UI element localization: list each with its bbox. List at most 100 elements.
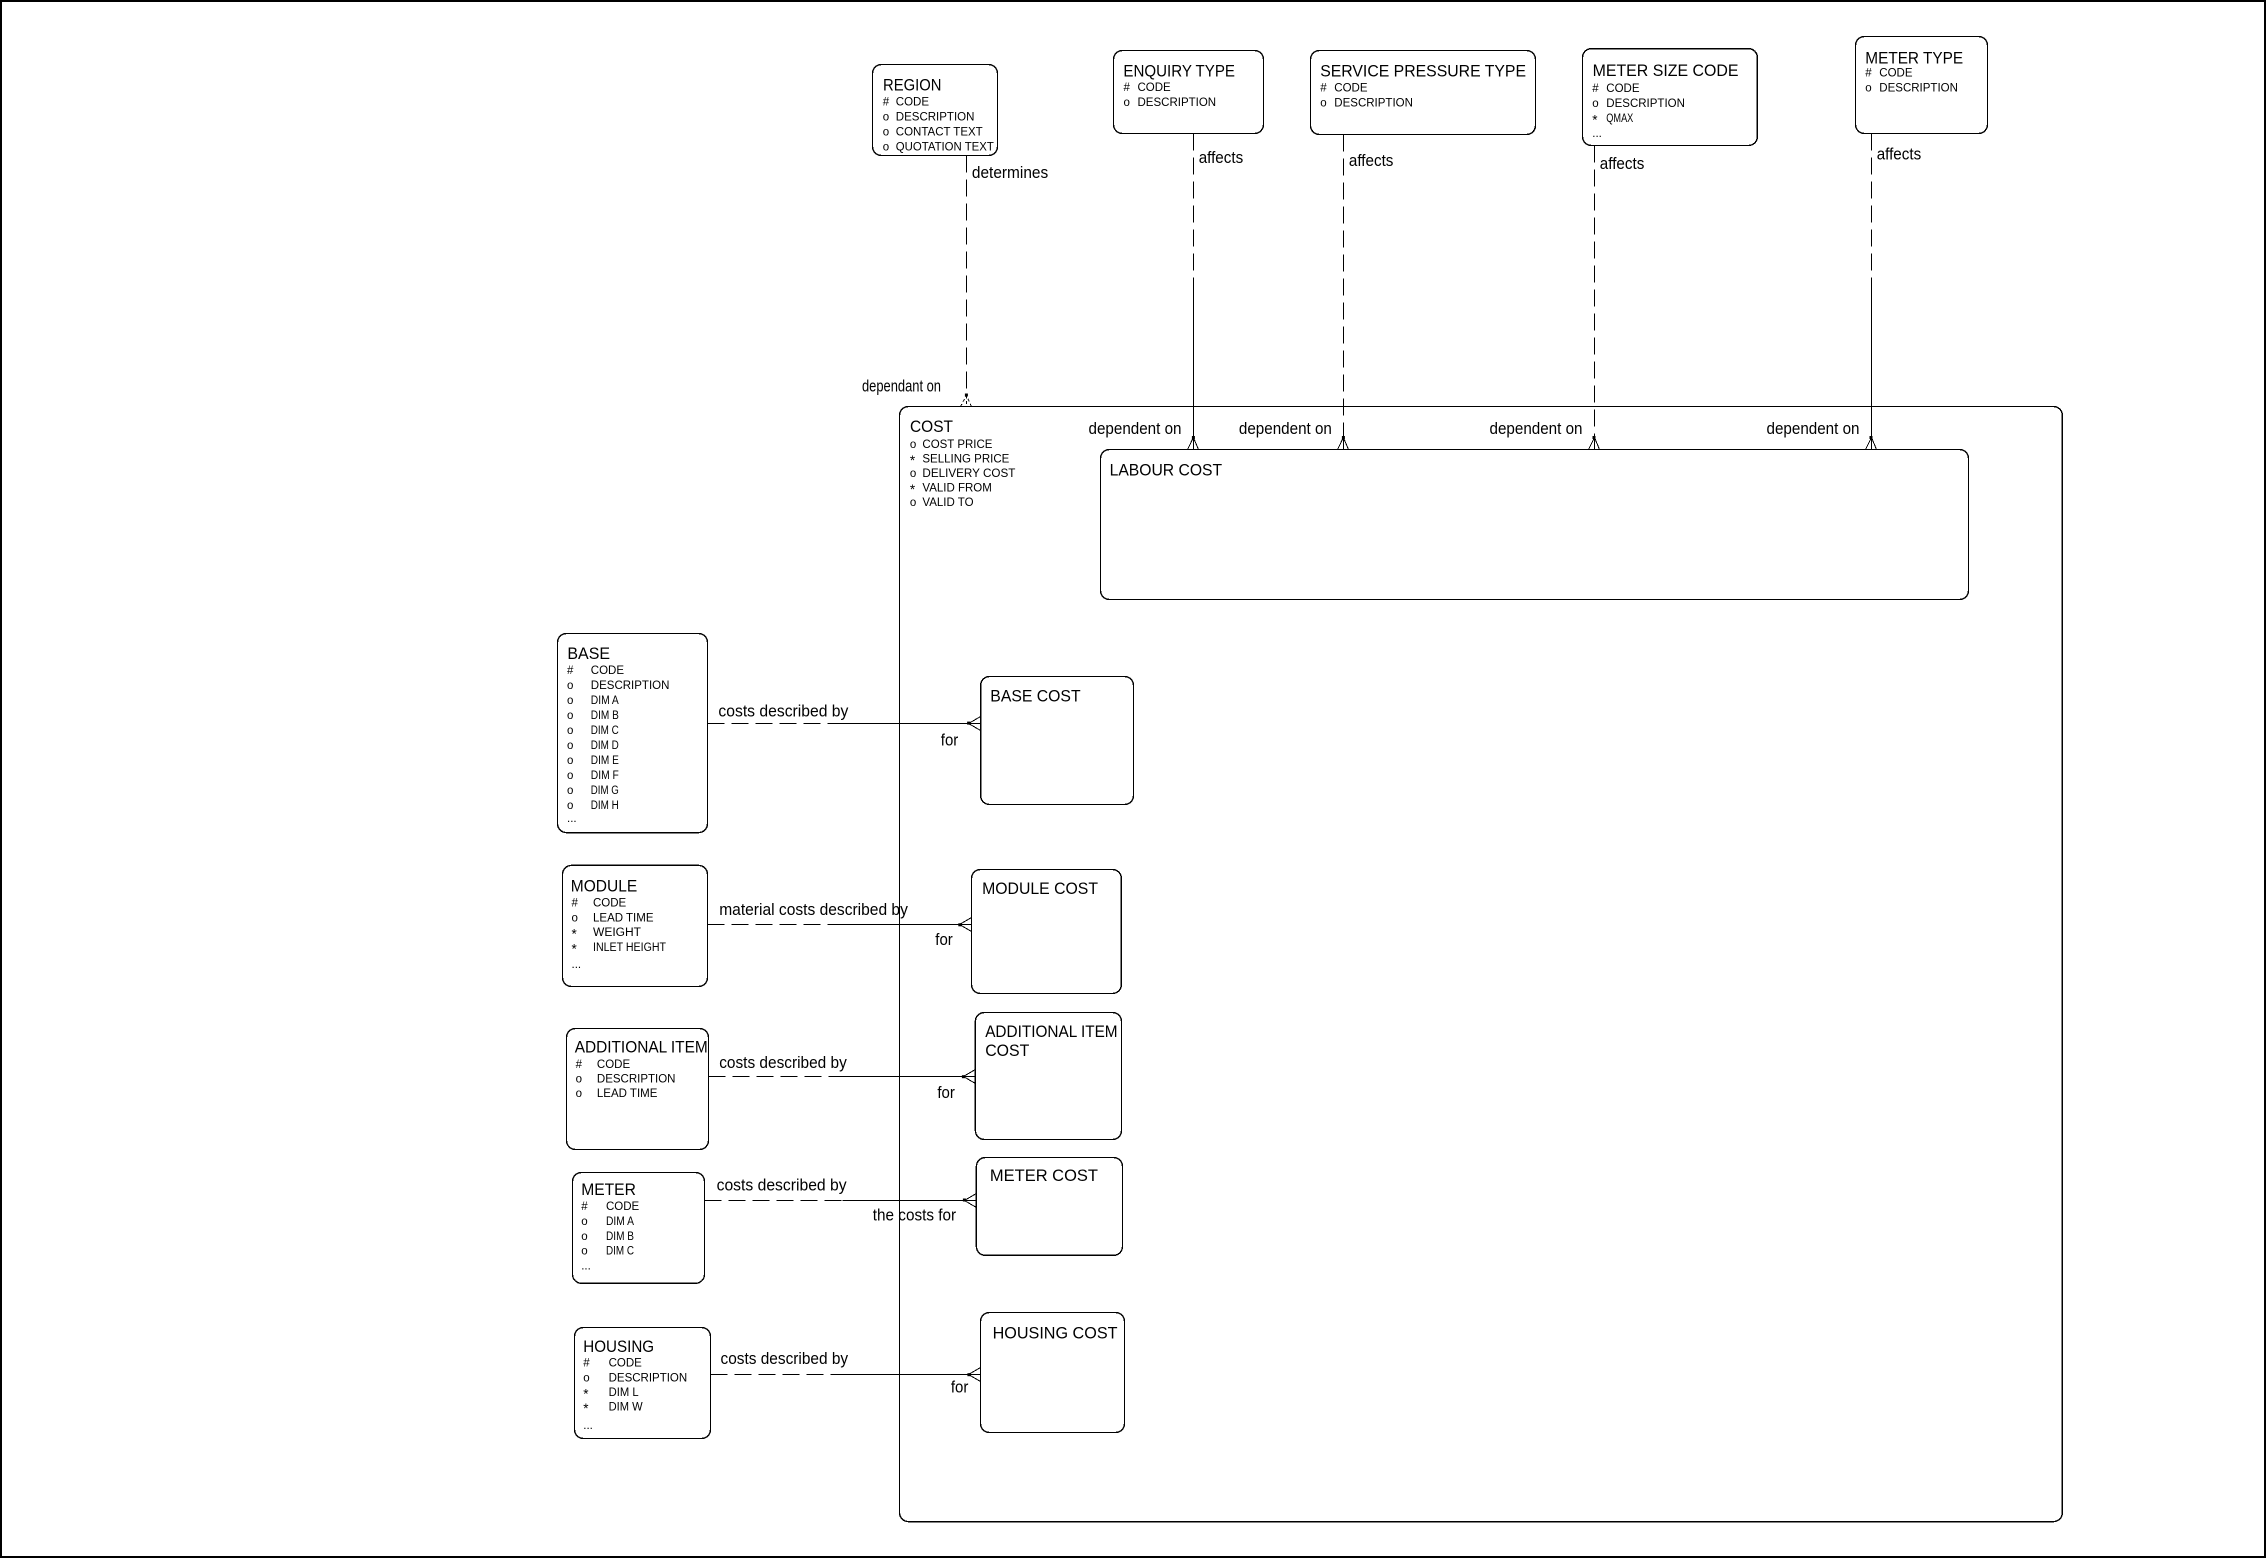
svg-text:MODULE: MODULE <box>571 876 637 895</box>
svg-text:VALID TO: VALID TO <box>922 497 973 509</box>
svg-text:BASE: BASE <box>567 644 610 663</box>
svg-text:for: for <box>935 930 953 949</box>
svg-text:VALID FROM: VALID FROM <box>922 483 991 495</box>
svg-text:SELLING PRICE: SELLING PRICE <box>922 454 1009 466</box>
svg-text:dependent on: dependent on <box>1490 419 1583 438</box>
svg-text:DIM H: DIM H <box>591 800 619 812</box>
svg-text:material costs described by: material costs described by <box>719 900 908 919</box>
svg-text:o: o <box>567 725 573 737</box>
svg-text:#: # <box>567 665 574 677</box>
svg-text:#: # <box>581 1201 588 1213</box>
svg-text:o: o <box>576 1088 582 1100</box>
svg-text:the costs for: the costs for <box>873 1205 957 1224</box>
svg-text:o: o <box>567 680 573 692</box>
svg-text:DESCRIPTION: DESCRIPTION <box>1334 97 1413 109</box>
svg-text:o: o <box>581 1246 587 1258</box>
svg-text:CODE: CODE <box>1606 83 1640 95</box>
svg-text:CODE: CODE <box>593 898 627 910</box>
svg-text:BASE COST: BASE COST <box>990 687 1080 706</box>
svg-text:*: * <box>572 927 578 942</box>
svg-text:ENQUIRY TYPE: ENQUIRY TYPE <box>1123 61 1235 80</box>
svg-text:o: o <box>567 800 573 812</box>
svg-text:o: o <box>910 497 916 509</box>
svg-text:WEIGHT: WEIGHT <box>593 927 641 939</box>
svg-text:CODE: CODE <box>896 97 930 109</box>
svg-text:o: o <box>581 1231 587 1243</box>
svg-text:QMAX: QMAX <box>1606 113 1633 125</box>
svg-text:CODE: CODE <box>609 1357 643 1369</box>
svg-text:for: for <box>937 1083 955 1102</box>
svg-text:DESCRIPTION: DESCRIPTION <box>1138 97 1217 109</box>
svg-text:o: o <box>1320 97 1326 109</box>
svg-text:QUOTATION TEXT: QUOTATION TEXT <box>896 142 994 154</box>
svg-text:REGION: REGION <box>883 76 941 95</box>
svg-text:DESCRIPTION: DESCRIPTION <box>591 680 670 692</box>
svg-text:o: o <box>883 127 889 139</box>
svg-text:DIM A: DIM A <box>606 1216 634 1228</box>
svg-text:INLET HEIGHT: INLET HEIGHT <box>593 942 666 954</box>
svg-text:for: for <box>941 730 959 749</box>
svg-text:o: o <box>567 695 573 707</box>
svg-text:o: o <box>572 913 578 925</box>
svg-text:dependent on: dependent on <box>1767 419 1860 438</box>
svg-text:costs described by: costs described by <box>719 1053 847 1072</box>
svg-text:affects: affects <box>1877 144 1922 163</box>
svg-text:...: ... <box>1592 128 1602 140</box>
svg-text:#: # <box>883 97 890 109</box>
svg-text:#: # <box>1124 82 1131 94</box>
svg-text:DIM G: DIM G <box>591 785 619 797</box>
svg-text:for: for <box>951 1377 969 1396</box>
svg-text:#: # <box>1865 68 1872 80</box>
svg-text:...: ... <box>572 959 582 971</box>
svg-text:DIM C: DIM C <box>591 725 619 737</box>
svg-text:DESCRIPTION: DESCRIPTION <box>1606 98 1685 110</box>
svg-text:DESCRIPTION: DESCRIPTION <box>896 112 975 124</box>
svg-text:LEAD TIME: LEAD TIME <box>597 1088 658 1100</box>
svg-text:*: * <box>910 482 916 497</box>
svg-text:...: ... <box>567 813 577 825</box>
svg-text:METER TYPE: METER TYPE <box>1865 48 1963 67</box>
svg-text:METER SIZE CODE: METER SIZE CODE <box>1593 61 1739 80</box>
svg-text:o: o <box>910 439 916 451</box>
svg-text:MODULE COST: MODULE COST <box>982 879 1098 898</box>
svg-text:affects: affects <box>1600 154 1645 173</box>
svg-text:ADDITIONAL ITEM: ADDITIONAL ITEM <box>985 1022 1117 1041</box>
svg-text:CODE: CODE <box>591 665 625 677</box>
svg-text:o: o <box>1865 83 1871 95</box>
svg-text:determines: determines <box>972 163 1048 182</box>
svg-text:#: # <box>583 1357 590 1369</box>
svg-text:*: * <box>583 1401 589 1416</box>
svg-text:o: o <box>583 1373 589 1385</box>
svg-text:#: # <box>576 1059 583 1071</box>
svg-text:#: # <box>1592 83 1599 95</box>
svg-text:METER: METER <box>581 1180 636 1199</box>
svg-text:LABOUR COST: LABOUR COST <box>1110 461 1223 480</box>
svg-text:DIM D: DIM D <box>591 740 619 752</box>
svg-text:DIM E: DIM E <box>591 755 619 767</box>
svg-text:LEAD TIME: LEAD TIME <box>593 913 654 925</box>
svg-text:DIM A: DIM A <box>591 695 619 707</box>
svg-text:costs described by: costs described by <box>718 701 848 720</box>
svg-text:o: o <box>567 755 573 767</box>
svg-text:COST: COST <box>985 1041 1029 1060</box>
svg-text:CODE: CODE <box>606 1201 640 1213</box>
svg-text:o: o <box>883 112 889 124</box>
svg-text:o: o <box>567 710 573 722</box>
svg-text:CODE: CODE <box>1334 82 1368 94</box>
svg-text:...: ... <box>583 1420 593 1432</box>
svg-text:HOUSING COST: HOUSING COST <box>993 1324 1118 1343</box>
svg-text:costs described by: costs described by <box>717 1175 847 1194</box>
svg-text:HOUSING: HOUSING <box>583 1337 654 1356</box>
svg-text:METER COST: METER COST <box>990 1166 1098 1185</box>
svg-text:COST: COST <box>910 417 953 436</box>
svg-text:DESCRIPTION: DESCRIPTION <box>1879 83 1958 95</box>
svg-text:SERVICE PRESSURE TYPE: SERVICE PRESSURE TYPE <box>1320 62 1526 81</box>
svg-text:affects: affects <box>1199 148 1244 167</box>
svg-text:DIM B: DIM B <box>591 710 619 722</box>
svg-text:CODE: CODE <box>597 1059 631 1071</box>
svg-text:DELIVERY COST: DELIVERY COST <box>922 468 1015 480</box>
svg-text:o: o <box>883 142 889 154</box>
svg-text:#: # <box>1320 82 1327 94</box>
svg-text:dependant on: dependant on <box>862 376 941 395</box>
svg-text:*: * <box>910 453 916 468</box>
